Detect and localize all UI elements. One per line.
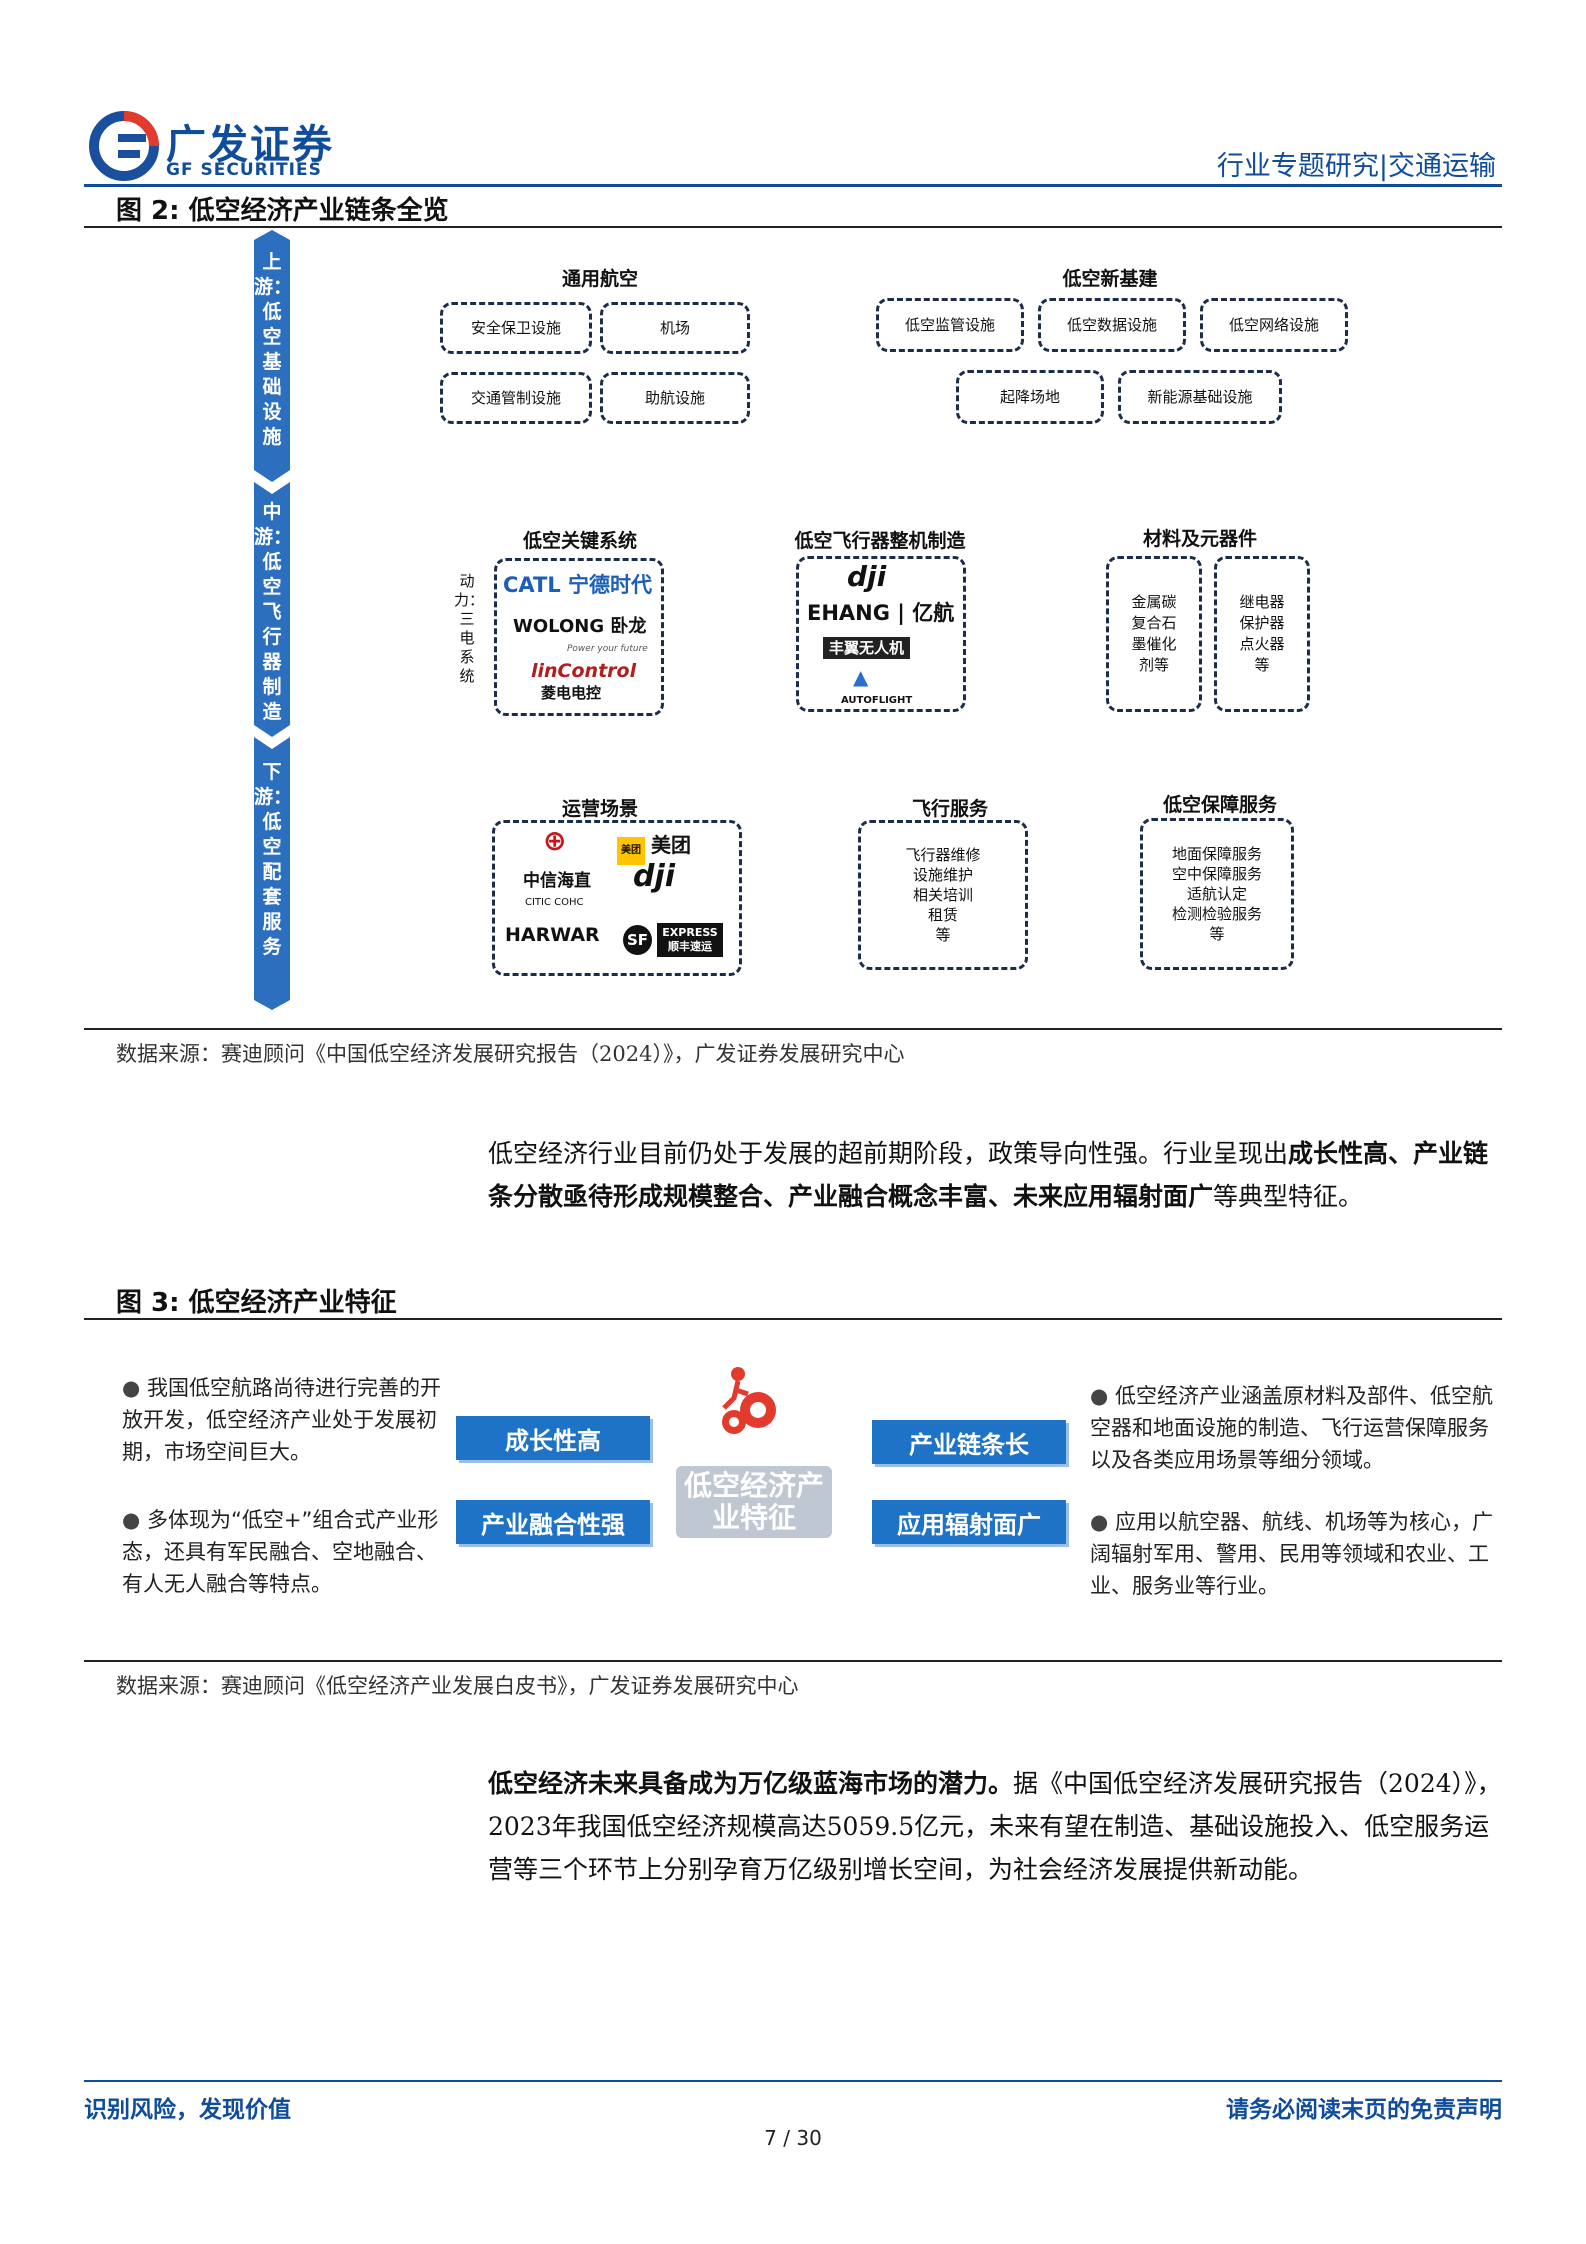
stage-upstream: 上游：低空基础设施 [254, 251, 293, 448]
group-key-systems-title: 低空关键系统 [522, 530, 637, 552]
aircraft-box: dji EHANG | 亿航 丰翼无人机 ▲ AUTOFLIGHT [796, 556, 966, 712]
figure-3-bottom-rule [84, 1660, 1502, 1662]
item-new-energy-infra: 新能源基础设施 [1118, 370, 1282, 424]
brand-dji-scenario: dji [633, 859, 676, 894]
paragraph-1-text-b: 等典型特征。 [1213, 1182, 1364, 1211]
button-application: 应用辐射面广 [872, 1500, 1066, 1544]
citic-logo-icon: ⊕ [543, 824, 567, 857]
flight-service-5: 等 [935, 926, 951, 944]
paragraph-2-text: 据《中国低空经济发展研究报告（2024）》，2023年我国低空经济规模高达505… [488, 1769, 1502, 1884]
support-service-2: 空中保障服务 [1171, 865, 1262, 883]
paragraph-2-bold: 低空经济未来具备成为万亿级蓝海市场的潜力。 [488, 1769, 1014, 1798]
paragraph-1-text-a: 低空经济行业目前仍处于发展的超前期阶段，政策导向性强。行业呈现出 [488, 1139, 1289, 1168]
figure-2-bottom-rule [84, 1028, 1502, 1030]
support-services-box: 地面保障服务 空中保障服务 适航认定 检测检验服务 等 [1140, 818, 1294, 970]
bullet-icon: ● [122, 1376, 147, 1400]
group-general-aviation-title: 通用航空 [561, 268, 638, 290]
item-airport: 机场 [600, 302, 750, 354]
gf-logo-icon [89, 111, 159, 181]
brand-meituan: 美团 [651, 833, 691, 857]
scenarios-box: ⊕ 中信海直 CITIC COHC 美团 美团 dji HARWAR EXPRE… [492, 820, 742, 976]
figure-2-top-rule [84, 226, 1502, 228]
item-landing-sites: 起降场地 [956, 370, 1104, 424]
group-flight-services-title: 飞行服务 [911, 798, 988, 820]
support-service-1: 地面保障服务 [1171, 845, 1262, 863]
figure-3-title: 图 3: 低空经济产业特征 [116, 1288, 397, 1318]
flight-services-box: 飞行器维修 设施维护 相关培训 租赁 等 [858, 820, 1028, 970]
footer-slogan: 识别风险，发现价值 [84, 2097, 291, 2123]
logo-text-cn: 广发证券 [166, 122, 334, 168]
autoflight-logo-icon: ▲ [853, 665, 869, 689]
brand-dji-aircraft: dji [847, 560, 887, 593]
item-data-facilities: 低空数据设施 [1038, 298, 1186, 352]
brand-lincontrol: linControl [531, 660, 637, 682]
item-nav-aids: 助航设施 [600, 372, 750, 424]
features-panel: ● 我国低空航路尚待进行完善的开放开发，低空经济产业处于发展初期，市场空间巨大。… [116, 1350, 1504, 1610]
feature-text-application: ● 应用以航空器、航线、机场等为核心，广阔辐射军用、警用、民用等领域和农业、工业… [1090, 1510, 1493, 1598]
materials-box-1: 金属碳复合石墨催化剂等 [1106, 556, 1202, 712]
brand-sf-logo: SF [623, 925, 653, 955]
support-service-4: 检测检验服务 [1171, 905, 1262, 923]
figure-2-source: 数据来源：赛迪顾问《中国低空经济发展研究报告（2024）》，广发证券发展研究中心 [116, 1042, 905, 1066]
figure-2-title: 图 2: 低空经济产业链条全览 [116, 196, 449, 226]
stage-midstream: 中游：低空飞行器制造 [254, 501, 293, 723]
brand-wolong: WOLONG 卧龙 [513, 616, 647, 637]
group-new-infra-title: 低空新基建 [1062, 268, 1158, 290]
bullet-icon: ● [1090, 1510, 1115, 1534]
page-number: 7 / 30 [764, 2126, 822, 2150]
growth-gears-icon [722, 1367, 776, 1434]
stage-downstream: 下游：低空配套服务 [254, 761, 293, 958]
footer-disclaimer: 请务必阅读末页的免责声明 [1226, 2097, 1502, 2123]
feature-text-integration: ● 多体现为“低空+”组合式产业形态，还具有军民融合、空地融合、有人无人融合等特… [122, 1508, 439, 1596]
brand-citic: 中信海直 [523, 871, 591, 891]
feature-text-chain: ● 低空经济产业涵盖原材料及部件、低空航空器和地面设施的制造、飞行运营保障服务以… [1090, 1384, 1493, 1472]
brand-ehang: EHANG | 亿航 [807, 601, 955, 625]
brand-wolong-slogan: Power your future [567, 644, 648, 654]
item-security-facilities: 安全保卫设施 [440, 302, 592, 354]
brand-catl: CATL 宁德时代 [503, 573, 653, 597]
brand-citic-en: CITIC COHC [525, 897, 584, 908]
flight-service-3: 相关培训 [912, 886, 973, 904]
bullet-icon: ● [122, 1508, 147, 1532]
item-traffic-control: 交通管制设施 [440, 372, 592, 424]
logo-text-en: GF SECURITIES [166, 160, 322, 180]
group-support-services-title: 低空保障服务 [1162, 794, 1277, 816]
button-growth: 成长性高 [456, 1416, 650, 1460]
brand-meituan-badge: 美团 [617, 837, 645, 865]
flight-service-1: 飞行器维修 [905, 846, 981, 864]
power-side-label: 动力：三电系统 [454, 572, 485, 685]
bullet-icon: ● [1090, 1384, 1115, 1408]
item-regulation-facilities: 低空监管设施 [876, 298, 1024, 352]
flight-service-2: 设施维护 [912, 866, 973, 884]
support-service-5: 等 [1209, 925, 1225, 943]
support-service-3: 适航认定 [1186, 885, 1247, 903]
feature-text-growth: ● 我国低空航路尚待进行完善的开放开发，低空经济产业处于发展初期，市场空间巨大。 [122, 1376, 441, 1464]
figure-3-top-rule [84, 1318, 1502, 1320]
group-aircraft-title: 低空飞行器整机制造 [794, 530, 966, 552]
report-category: 行业专题研究|交通运输 [1216, 151, 1496, 182]
materials-box-2: 继电器保护器点火器等 [1214, 556, 1310, 712]
brand-sf-express: EXPRESS 顺丰速运 [657, 923, 723, 957]
brand-autoflight: AUTOFLIGHT [841, 695, 913, 706]
center-feature-label: 低空经济产业特征 [676, 1466, 832, 1538]
figure-3-source: 数据来源：赛迪顾问《低空经济产业发展白皮书》，广发证券发展研究中心 [116, 1674, 799, 1698]
brand-fengyi: 丰翼无人机 [823, 637, 911, 659]
paragraph-2: 低空经济未来具备成为万亿级蓝海市场的潜力。据《中国低空经济发展研究报告（2024… [488, 1762, 1504, 1891]
button-chain: 产业链条长 [872, 1420, 1066, 1464]
header-divider [84, 184, 1502, 187]
paragraph-1-bold: 成长性高、产业链条分散亟待形成规模整合、产业融合概念丰富、未来应用辐射面广 [488, 1139, 1489, 1211]
item-network-facilities: 低空网络设施 [1200, 298, 1348, 352]
brand-lingdian: 菱电电控 [541, 684, 602, 702]
paragraph-1: 低空经济行业目前仍处于发展的超前期阶段，政策导向性强。行业呈现出成长性高、产业链… [488, 1132, 1504, 1218]
stage-strip: 上游：低空基础设施 中游：低空飞行器制造 下游：低空配套服务 [254, 230, 293, 1010]
group-scenarios-title: 运营场景 [561, 798, 638, 820]
brand-harwar: HARWAR [505, 924, 600, 946]
button-integration: 产业融合性强 [456, 1500, 650, 1544]
key-systems-box: CATL 宁德时代 WOLONG 卧龙 Power your future li… [494, 558, 664, 716]
footer-divider [84, 2080, 1502, 2082]
group-materials-title: 材料及元器件 [1142, 528, 1257, 550]
flight-service-4: 租赁 [927, 906, 958, 924]
